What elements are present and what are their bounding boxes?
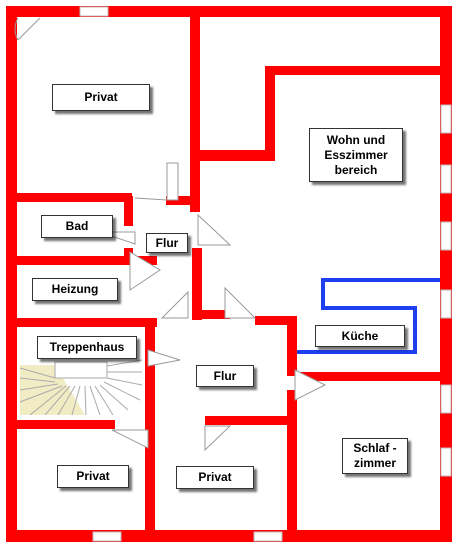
windows (79, 6, 452, 542)
room-label-schlafzimmer: Schlaf - zimmer (342, 438, 408, 474)
room-label-heizung: Heizung (32, 278, 118, 301)
room-label-privat-bottom-mid: Privat (176, 466, 254, 489)
door-swings (99, 162, 327, 452)
room-label-bad: Bad (41, 215, 113, 238)
interior-walls (17, 17, 441, 540)
room-label-flur-upper: Flur (146, 233, 188, 253)
room-label-wohn-ess: Wohn und Esszimmer bereich (309, 128, 403, 182)
room-label-privat-top: Privat (52, 84, 150, 111)
room-label-flur-lower: Flur (196, 365, 254, 387)
entry-door (14, 17, 41, 41)
room-label-treppenhaus: Treppenhaus (37, 336, 137, 359)
staircase (19, 359, 143, 416)
kitchen-outline (297, 278, 440, 354)
room-label-privat-bottom-left: Privat (57, 465, 129, 488)
room-label-kueche: Küche (315, 325, 405, 347)
